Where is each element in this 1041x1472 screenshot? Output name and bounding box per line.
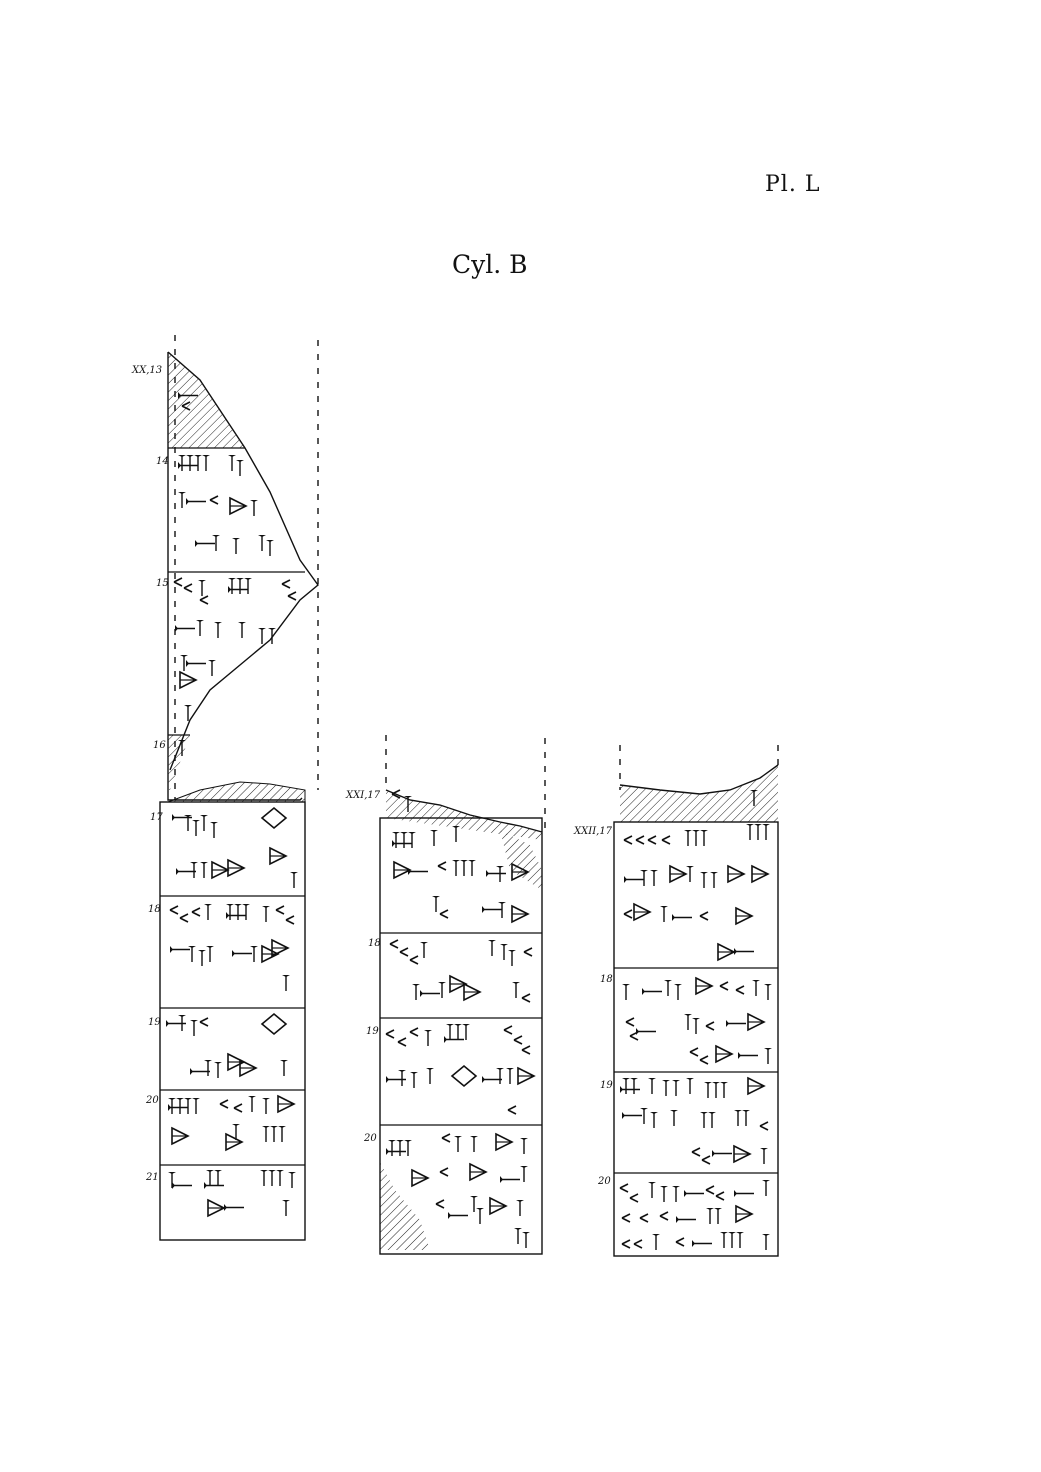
line-label: 20 (145, 1095, 159, 1106)
line-label: 18 (368, 938, 381, 949)
line-label: 20 (363, 1133, 377, 1144)
line-label: XXI,17 (345, 790, 381, 801)
column-xx: XX,13 14 15 16 17 18 19 20 21 (131, 335, 319, 1241)
column-xxii: XXII,17 18 19 20 (573, 745, 779, 1257)
column-xxi: XXI,17 18 19 20 (345, 735, 546, 1255)
line-label: XX,13 (131, 365, 162, 376)
line-label: 15 (156, 578, 169, 589)
line-label: 19 (148, 1017, 161, 1028)
plate-number: Pl. L (765, 172, 821, 197)
line-label: 16 (153, 740, 166, 751)
line-label: 18 (600, 974, 613, 985)
line-label: 18 (148, 904, 161, 915)
line-label: 19 (600, 1080, 613, 1091)
line-label: 14 (156, 456, 169, 467)
line-label: 19 (366, 1026, 379, 1037)
line-label: 17 (150, 812, 163, 823)
cuneiform-signs (165, 391, 299, 1217)
cuneiform-signs (619, 789, 773, 1251)
line-label: 21 (145, 1172, 159, 1183)
line-label: XXII,17 (573, 826, 613, 837)
cylinder-title: Cyl. B (452, 250, 528, 279)
line-label: 20 (597, 1176, 611, 1187)
